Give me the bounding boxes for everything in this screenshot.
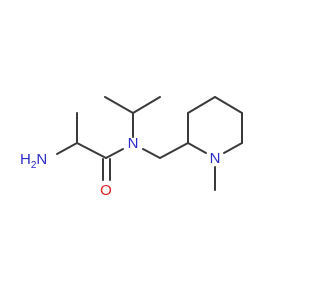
bond-ring-c4-c5 (214, 96, 243, 114)
amide-nitrogen-label: N (128, 135, 139, 152)
amine-h: H (20, 151, 31, 168)
bond-amide-n-ch2 (142, 148, 161, 159)
canvas-background (0, 0, 300, 300)
atom-labels: H2N O N N (20, 135, 220, 199)
bond-ch2-ring-c2 (159, 142, 189, 159)
carbonyl-oxygen-label: O (100, 182, 112, 199)
bond-ring-n-c2 (187, 142, 207, 154)
bond-isopropyl-ch-methyl-1 (104, 96, 134, 114)
bond-carbonyl-amide-n (105, 148, 124, 159)
amine-label: H2N (20, 151, 47, 171)
bond-ring-c6-n (223, 142, 243, 154)
bond-ring-c3-c4 (187, 96, 216, 114)
bond-isopropyl-ch-methyl-2 (132, 96, 161, 114)
amine-n: N (36, 151, 47, 168)
amine-subscript: 2 (31, 160, 37, 171)
bond-alpha-carbon-carbonyl (76, 142, 107, 159)
molecule-structure-canvas: H2N O N N (0, 0, 300, 300)
bond-alpha-carbon-amine (56, 142, 78, 155)
ring-nitrogen-label: N (210, 150, 221, 167)
bonds (56, 96, 243, 191)
